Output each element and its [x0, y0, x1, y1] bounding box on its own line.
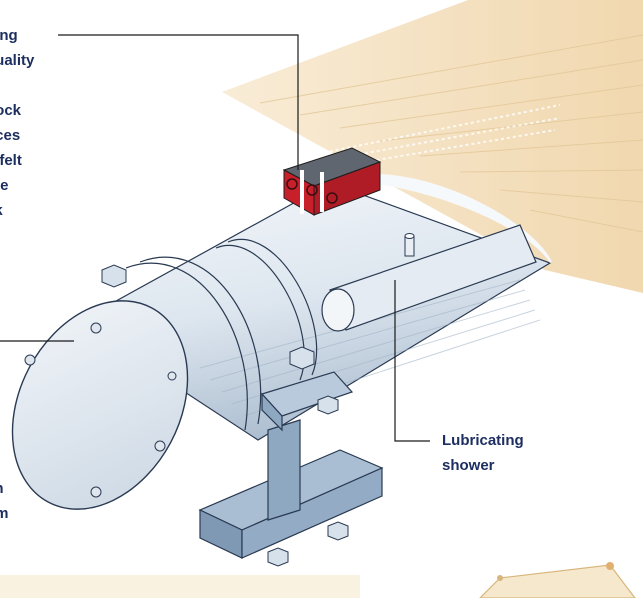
callout-line: hock [0, 102, 22, 119]
callout-line: nm [0, 505, 9, 522]
callout-line: shower [442, 457, 495, 474]
callout-line: g felt [0, 152, 22, 169]
callout-line: quality [0, 52, 35, 69]
bottom-decor [0, 562, 636, 598]
callout-line: e [0, 73, 34, 98]
end-cap [11, 300, 189, 510]
callout-lubricating-shower: Lubricating shower [442, 428, 524, 478]
felt-sheet [222, 0, 643, 293]
seal-blocks [282, 147, 382, 216]
callout-felt-text: hing quality e hock uces g felt the ck [0, 23, 34, 223]
callout-line: hing [0, 27, 18, 44]
callout-line: ck [0, 198, 34, 223]
callout-line: an [0, 476, 9, 501]
lubricating-shower-pipe [321, 224, 537, 332]
leader-lines [0, 34, 430, 442]
callout-dimension-text: an nm [0, 476, 9, 526]
callout-line: the [0, 177, 9, 194]
callout-line: uces [0, 127, 21, 144]
callout-line: Lubricating [442, 432, 524, 449]
doctor-roll-cylinder [76, 174, 552, 441]
mounting-bracket [101, 264, 384, 567]
